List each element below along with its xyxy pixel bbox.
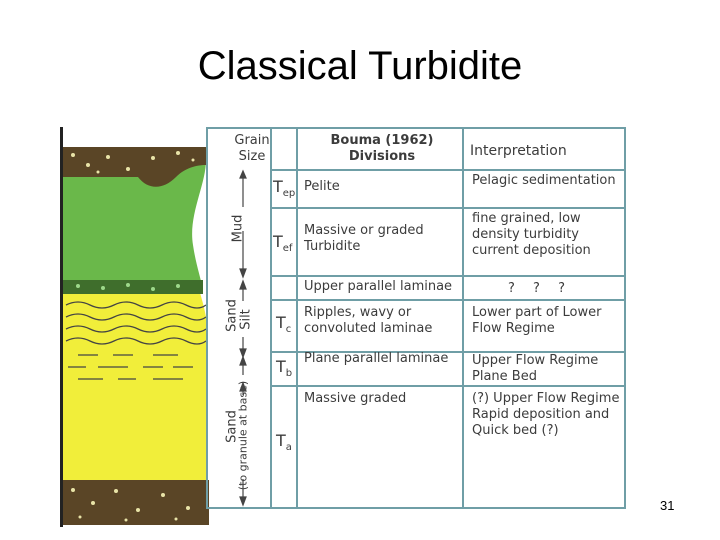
bouma-sequence-table: Grain Size Bouma (1962) Divisions Interp… [206,127,626,509]
row-c-label: Ripples, wavy or convoluted laminae [304,305,433,336]
row-b-symbol: Tb [276,357,293,380]
sediment-column-drawing [60,127,209,527]
row-c-interpretation: Lower part of Lower Flow Regime [472,305,602,336]
row-a-symbol: Ta [276,431,292,454]
row-ep-interpretation: Pelagic sedimentation [472,173,616,188]
turbidite-column-figure [58,125,628,527]
page-title: Classical Turbidite [197,44,523,88]
bouma-divisions-header: Bouma (1962) Divisions [330,133,434,164]
row-ep-symbol: Tep [273,177,296,200]
row-b-interpretation: Upper Flow Regime Plane Bed [472,353,599,384]
interpretation-header: Interpretation [470,143,567,159]
row-c-symbol: Tc [276,313,292,336]
row-upper-laminae-interpretation: ? ? ? [508,281,565,296]
page-number: 31 [660,498,675,513]
grain-size-header: Grain Size [234,133,270,164]
row-a-interpretation: (?) Upper Flow Regime Rapid deposition a… [472,391,620,438]
row-upper-laminae-label: Upper parallel laminae [304,279,453,294]
row-ef-label: Massive or graded Turbidite [304,223,424,254]
grain-size-arrows [239,169,247,507]
row-ep-label: Pelite [304,179,340,194]
row-b-label: Plane parallel laminae [304,351,449,366]
row-a-label: Massive graded [304,391,407,406]
row-ef-interpretation: fine grained, low density turbidity curr… [472,211,591,258]
row-ef-symbol: Tef [273,232,293,255]
